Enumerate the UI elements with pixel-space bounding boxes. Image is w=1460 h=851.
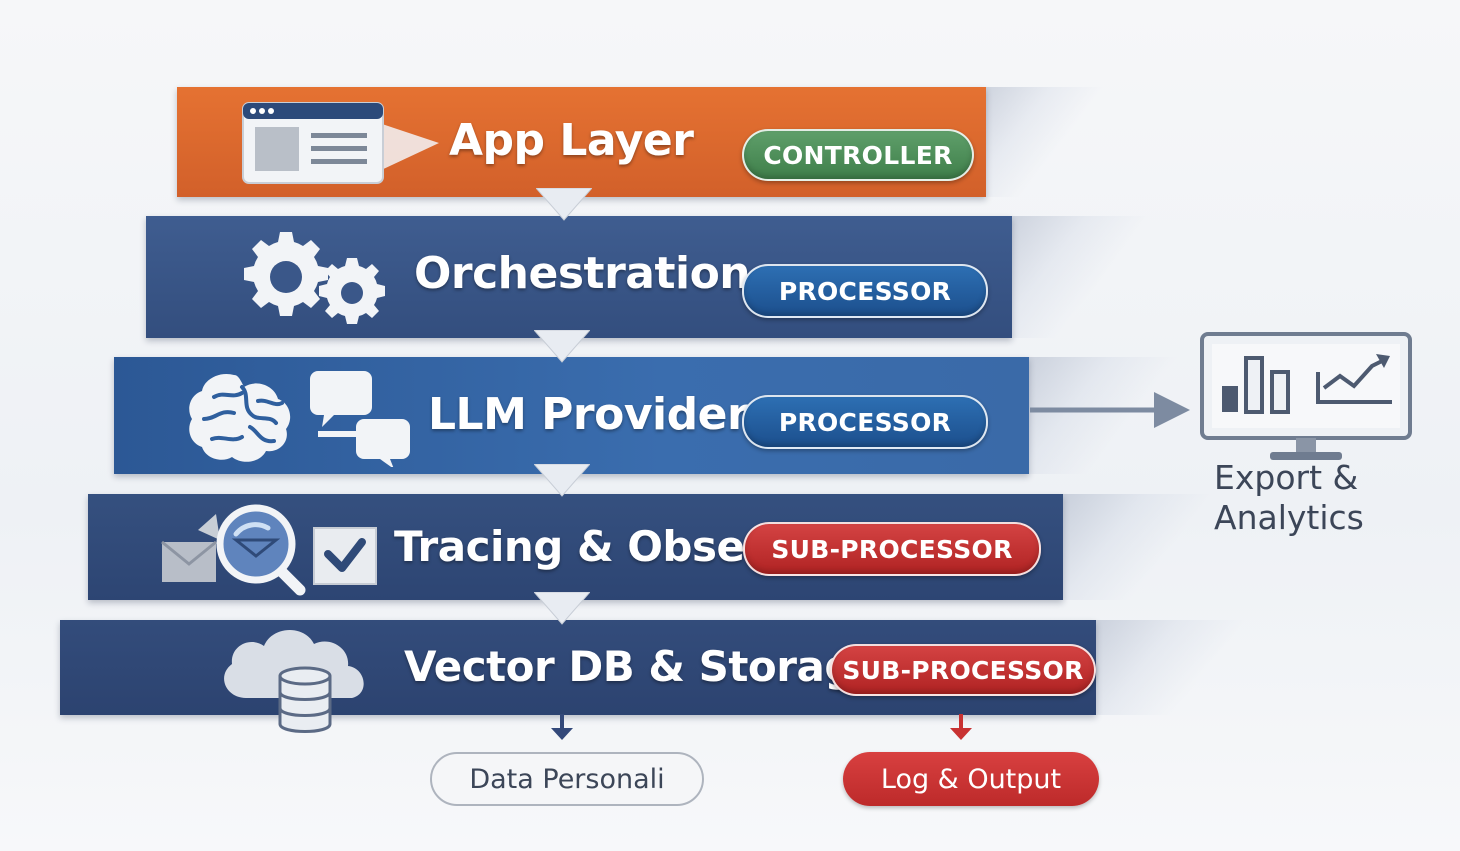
layer-orchestration: Orchestration PROCESSOR — [146, 216, 1012, 338]
flow-arrow-icon — [534, 330, 590, 363]
export-analytics-label: Export & Analytics — [1214, 458, 1364, 538]
role-badge: SUB-PROCESSOR — [743, 522, 1041, 576]
flow-arrow-icon — [534, 464, 590, 497]
monitor-chart-icon — [1200, 332, 1412, 460]
layer-title: LLM Provider — [428, 389, 749, 440]
log-output-pill: Log & Output — [843, 752, 1099, 806]
layer-title: App Layer — [449, 115, 694, 166]
flow-arrow-icon — [534, 592, 590, 625]
layer-title: Vector DB & Storage — [404, 642, 882, 691]
role-badge: PROCESSOR — [742, 395, 988, 449]
log-output-arrow-icon — [950, 714, 972, 740]
role-badge: SUB-PROCESSOR — [830, 644, 1096, 696]
magnifier-mail-check-icon — [161, 504, 377, 596]
layer-llm-provider: LLM Provider PROCESSOR — [114, 357, 1029, 474]
layer-title: Tracing & Obser — [394, 522, 765, 571]
cloud-database-icon — [224, 629, 364, 733]
role-badge: CONTROLLER — [742, 129, 974, 181]
data-personali-pill: Data Personali — [430, 752, 704, 806]
export-label-line2: Analytics — [1214, 498, 1364, 537]
flow-arrow-icon — [536, 188, 592, 221]
layer-title: Orchestration — [414, 248, 751, 299]
brain-chat-icon — [189, 371, 410, 467]
browser-window-icon — [242, 102, 439, 184]
export-arrow-icon — [1030, 392, 1190, 428]
gears-icon — [244, 232, 385, 324]
layer-app: App Layer CONTROLLER — [177, 87, 986, 197]
export-label-line1: Export & — [1214, 458, 1359, 497]
role-badge: PROCESSOR — [742, 264, 988, 318]
layer-vector-db: Vector DB & Storage SUB-PROCESSOR — [60, 620, 1096, 733]
layer-tracing: Tracing & Obser SUB-PROCESSOR — [88, 494, 1063, 600]
data-output-arrow-icon — [551, 714, 573, 740]
